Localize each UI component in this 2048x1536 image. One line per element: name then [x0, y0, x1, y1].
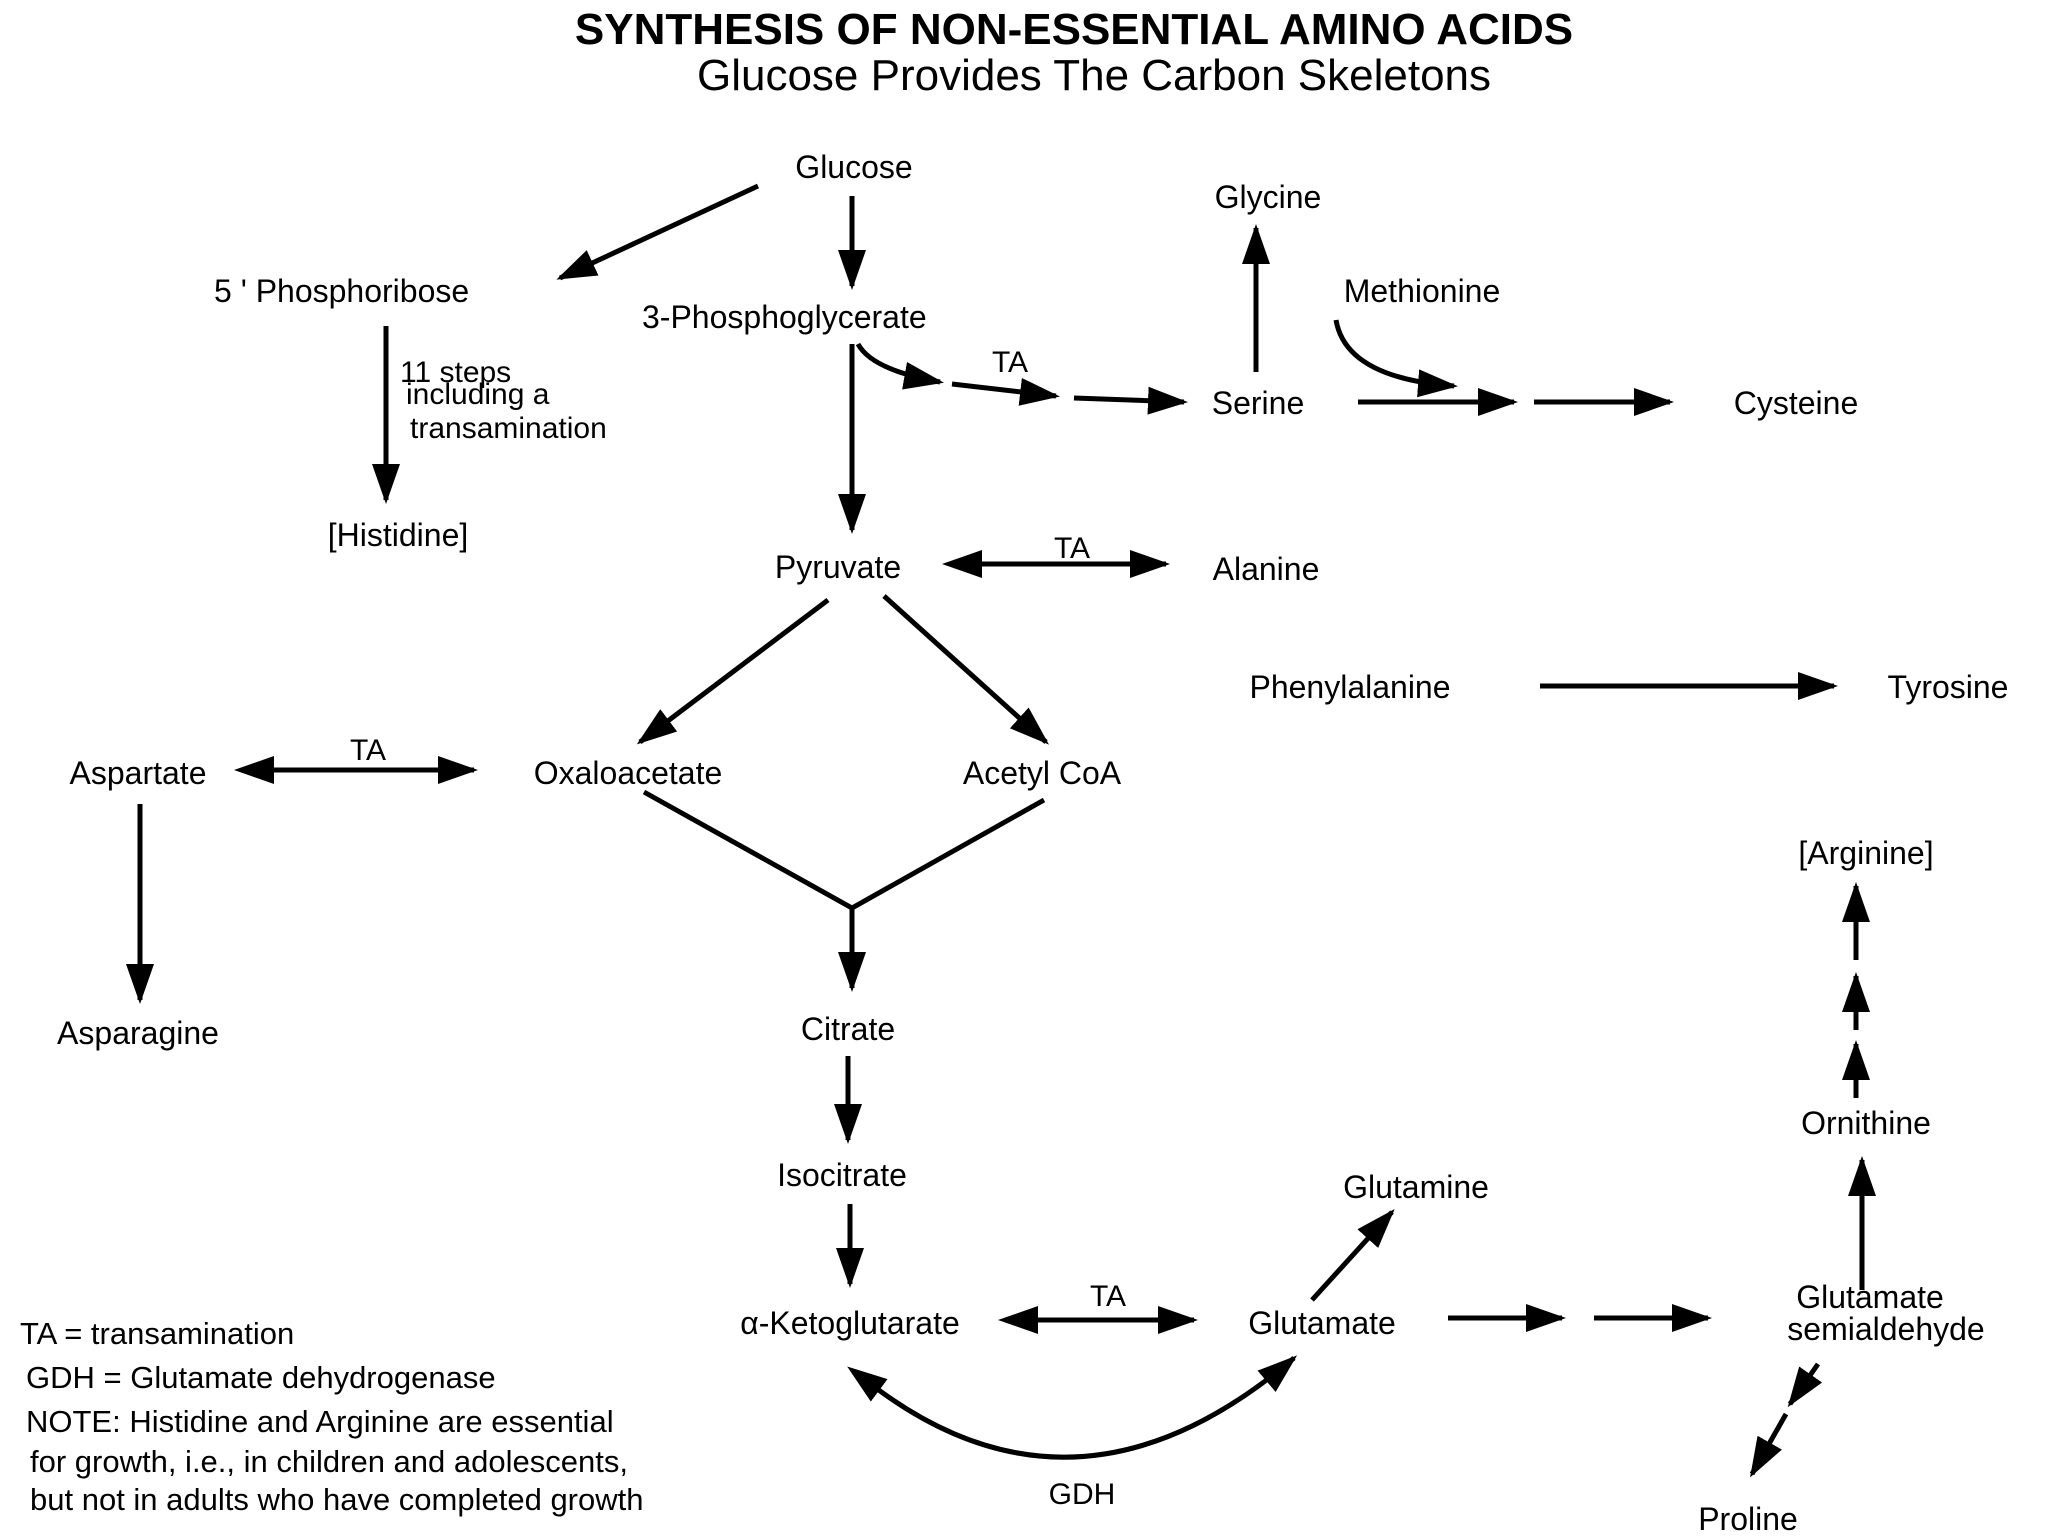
node-aspartate: Aspartate [70, 755, 207, 791]
edge-oxaloacetate-acetylcoa-join [642, 789, 1046, 911]
legend-note-line3: but not in adults who have completed gro… [30, 1482, 644, 1517]
node-phosphoribose: 5 ' Phosphoribose [214, 273, 469, 309]
edge-semialdehyde-to-proline-part2 [1749, 1412, 1789, 1478]
label-gdh: GDH [1049, 1478, 1116, 1511]
edge-pyruvate-to-acetyl-coa [882, 594, 1049, 745]
node-histidine: [Histidine] [328, 517, 469, 553]
node-asparagine: Asparagine [57, 1015, 219, 1051]
node-glucose: Glucose [795, 149, 912, 185]
edge-semialdehyde-to-proline-part1 [1787, 1362, 1823, 1408]
node-citrate: Citrate [801, 1011, 895, 1047]
node-methionine: Methionine [1344, 273, 1501, 309]
edge-phosphoglycerate-to-serine-part1 [855, 342, 944, 390]
diagram-subtitle: Glucose Provides The Carbon Skeletons [697, 51, 1491, 100]
edge-phosphoglycerate-to-serine-part2 [951, 377, 1060, 406]
edge-pyruvate-to-oxaloacetate [636, 598, 830, 745]
node-serine: Serine [1212, 385, 1305, 421]
node-glutamine: Glutamine [1343, 1169, 1489, 1205]
edge-glutamate-to-glutamine [1310, 1209, 1395, 1302]
node-glutamate-semialdehyde-line1: Glutamate [1796, 1279, 1944, 1315]
node-glutamate: Glutamate [1248, 1305, 1396, 1341]
node-arginine: [Arginine] [1798, 835, 1933, 871]
node-cysteine: Cysteine [1734, 385, 1859, 421]
diagram-title: SYNTHESIS OF NON-ESSENTIAL AMINO ACIDS [575, 5, 1573, 54]
edge-phosphoglycerate-to-serine-part3 [1073, 386, 1188, 415]
label-ta-aspartate: TA [350, 734, 386, 767]
node-alpha-ketoglutarate: α-Ketoglutarate [740, 1305, 960, 1341]
legend-ta-definition: TA = transamination [20, 1316, 294, 1351]
node-proline: Proline [1698, 1501, 1798, 1536]
label-steps-line1: 11 steps [400, 356, 511, 389]
legend-note-line1: NOTE: Histidine and Arginine are essenti… [26, 1404, 614, 1439]
node-phenylalanine: Phenylalanine [1249, 669, 1450, 705]
node-ornithine: Ornithine [1801, 1105, 1931, 1141]
legend: TA = transamination GDH = Glutamate dehy… [20, 1316, 644, 1517]
edge-methionine-curve [1333, 319, 1458, 398]
node-pyruvate: Pyruvate [775, 549, 901, 585]
node-acetyl-coa: Acetyl CoA [963, 755, 1122, 791]
edge-glucose-to-phosphoribose [556, 183, 760, 281]
node-alanine: Alanine [1213, 551, 1320, 587]
label-steps-line3: transamination [410, 412, 607, 445]
node-phosphoglycerate: 3-Phosphoglycerate [642, 299, 927, 335]
pathway-edges [126, 183, 1876, 1478]
edge-gdh-curve [847, 1355, 1298, 1460]
label-ta-glutamate: TA [1090, 1280, 1126, 1313]
node-tyrosine: Tyrosine [1888, 669, 2009, 705]
pathway-nodes: Glucose 5 ' Phosphoribose 3-Phosphoglyce… [57, 149, 2008, 1536]
label-ta-alanine: TA [1054, 532, 1090, 565]
legend-gdh-definition: GDH = Glutamate dehydrogenase [26, 1360, 496, 1395]
node-isocitrate: Isocitrate [777, 1157, 907, 1193]
node-glycine: Glycine [1215, 179, 1322, 215]
node-glutamate-semialdehyde-line2: semialdehyde [1787, 1311, 1984, 1347]
label-steps-line2: including a [406, 378, 550, 411]
node-oxaloacetate: Oxaloacetate [534, 755, 723, 791]
label-ta-serine: TA [992, 346, 1028, 379]
edge-labels: 11 steps including a transamination TA T… [350, 346, 1126, 1511]
legend-note-line2: for growth, i.e., in children and adoles… [30, 1444, 628, 1479]
